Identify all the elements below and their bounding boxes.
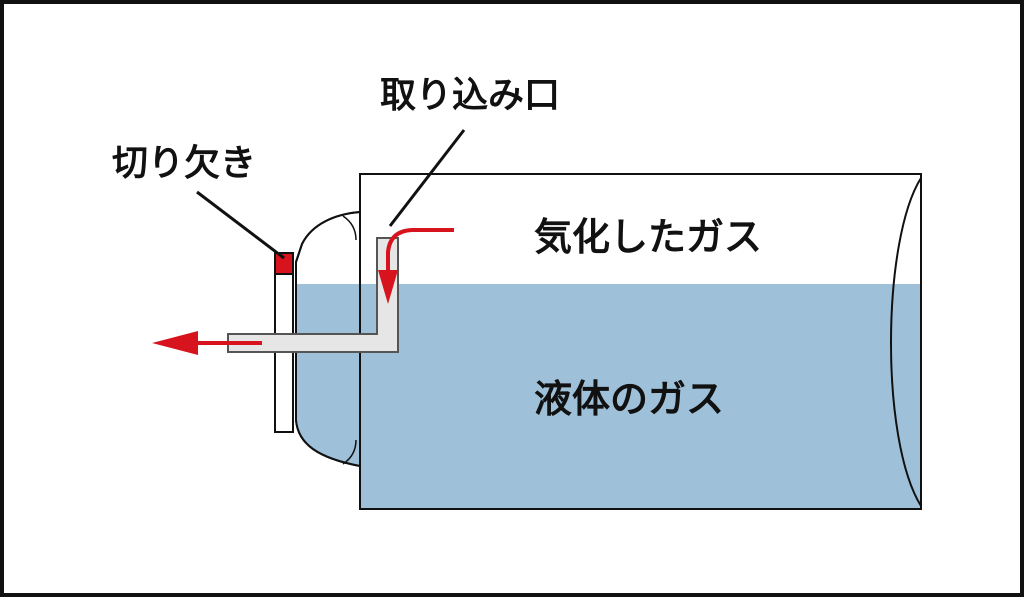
intake-flow-arrowhead <box>378 270 398 304</box>
liquid-gas-label: 液体のガス <box>534 377 724 421</box>
vapor-gas-label: 気化したガス <box>534 215 762 259</box>
liquid-gas-layer <box>360 284 921 509</box>
intake-pipe <box>227 237 399 353</box>
notch-label: 切り欠き <box>112 142 256 184</box>
shoulder-crimp-bottom <box>342 439 357 465</box>
notch-leader-line <box>196 190 285 260</box>
intake-leader-line <box>388 129 466 227</box>
shoulder-crimp-top <box>342 215 357 241</box>
notch-mark <box>274 252 294 275</box>
shoulder-liquid <box>296 284 360 466</box>
canister-bottom-curve <box>890 177 922 507</box>
outflow-arrowhead <box>152 331 198 355</box>
intake-label: 取り込み口 <box>380 75 560 116</box>
intake-flow-arrow-line <box>386 228 454 276</box>
